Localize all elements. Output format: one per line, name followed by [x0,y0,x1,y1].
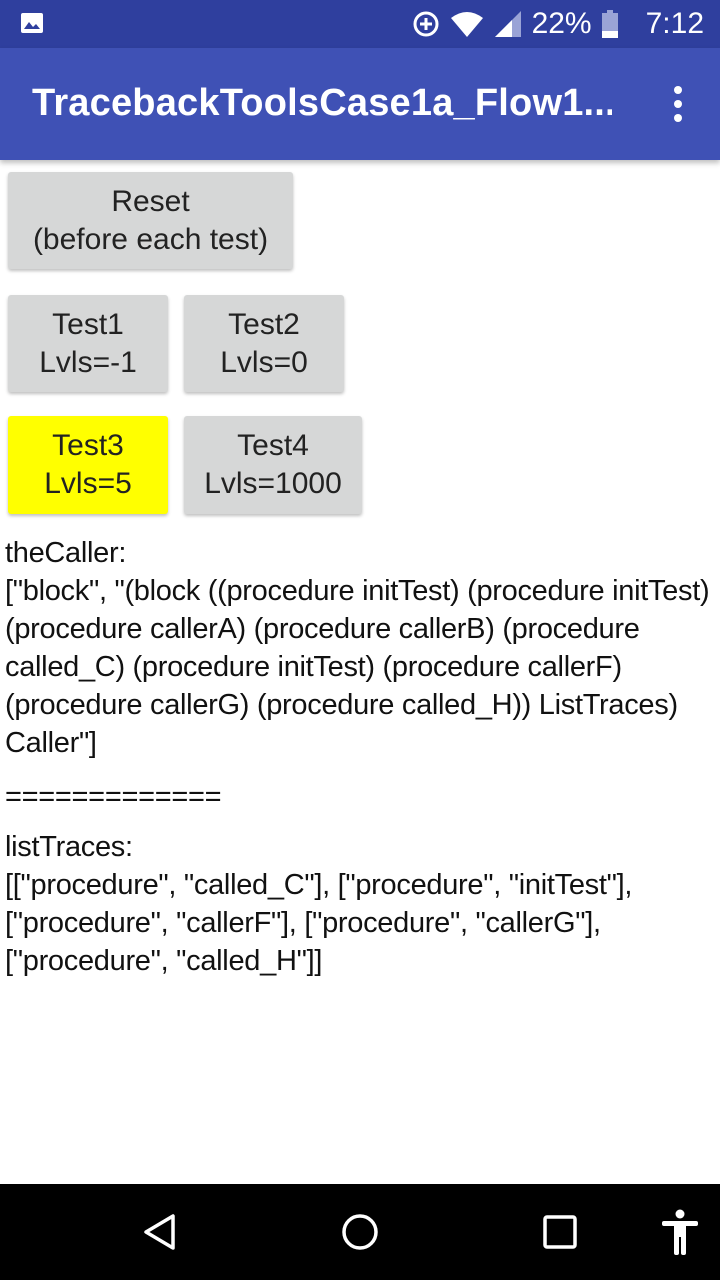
test2-button-sublabel: Lvls=0 [220,345,308,379]
app-title: TracebackToolsCase1a_Flow1... [32,82,612,124]
caller-label: theCaller: [5,537,127,569]
test3-button-sublabel: Lvls=5 [44,467,132,500]
data-saver-icon [413,11,439,37]
test2-button-label: Test2 [228,307,300,341]
test4-button-sublabel: Lvls=1000 [204,467,342,500]
reset-button-label: Reset [111,184,190,218]
reset-button-sublabel: (before each test) [32,222,269,256]
accessibility-icon [662,1209,698,1255]
battery-icon [601,10,618,38]
recent-apps-button[interactable] [520,1184,600,1280]
image-icon [21,13,43,33]
home-button[interactable] [320,1184,400,1280]
recent-apps-icon [543,1215,577,1249]
back-icon [144,1214,175,1250]
test3-button[interactable]: Test3 Lvls=5 [8,416,168,514]
home-icon [342,1214,378,1250]
test4-button[interactable]: Test4 Lvls=1000 [184,416,362,514]
test1-button-label: Test1 [52,307,124,341]
test2-button[interactable]: Test2 Lvls=0 [184,295,344,392]
test1-button[interactable]: Test1 Lvls=-1 [8,295,168,392]
caller-value: ["block", "(block ((procedure initTest) … [5,575,710,759]
back-button[interactable] [120,1184,200,1280]
clock: 7:12 [645,7,704,40]
app-bar: TracebackToolsCase1a_Flow1... [0,48,720,160]
battery-percent: 22% [531,7,592,40]
status-bar: 22% 7:12 [0,0,720,48]
signal-icon [494,11,521,37]
test1-button-sublabel: Lvls=-1 [39,345,137,379]
wifi-icon [450,12,483,37]
reset-button[interactable]: Reset (before each test) [8,172,293,269]
list-traces-label: listTraces: [5,831,133,863]
navigation-bar [0,1184,720,1280]
separator-text: ============= [5,781,222,813]
overflow-menu-icon[interactable] [666,84,690,124]
list-traces-value: [["procedure", "called_C"], ["procedure"… [5,869,633,977]
accessibility-button[interactable] [650,1184,710,1280]
test4-button-label: Test4 [237,429,309,462]
test3-button-label: Test3 [52,429,124,462]
